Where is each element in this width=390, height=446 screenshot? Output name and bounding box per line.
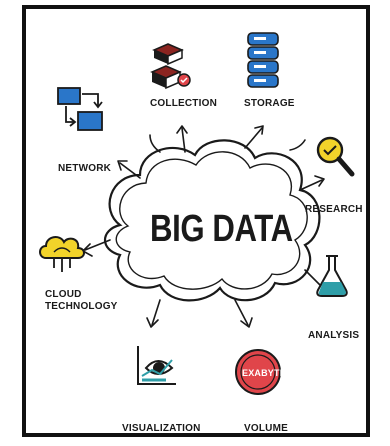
label-cloud-technology-line2: TECHNOLOGY [45,301,118,312]
volume-icon [235,349,281,395]
collection-icon [150,43,191,90]
network-icon [57,87,103,131]
label-visualization: VISUALIZATION [122,423,201,434]
label-analysis: ANALYSIS [308,330,360,341]
storage-icon [247,32,279,88]
volume-badge-text: EXABYTE [242,368,286,378]
big-data-cloud [103,139,321,302]
cloud-technology-icon [39,236,85,272]
label-storage: STORAGE [244,98,295,109]
label-network: NETWORK [58,163,112,174]
label-research: RESEARCH [305,204,363,215]
label-collection: COLLECTION [150,98,217,109]
label-volume: VOLUME [244,423,288,434]
label-cloud-technology-line1: CLOUD [45,289,82,300]
research-icon [316,136,355,177]
analysis-icon [316,255,348,297]
visualization-icon [137,346,176,385]
diagram-frame [22,5,370,437]
center-title: BIG DATA [150,208,293,250]
